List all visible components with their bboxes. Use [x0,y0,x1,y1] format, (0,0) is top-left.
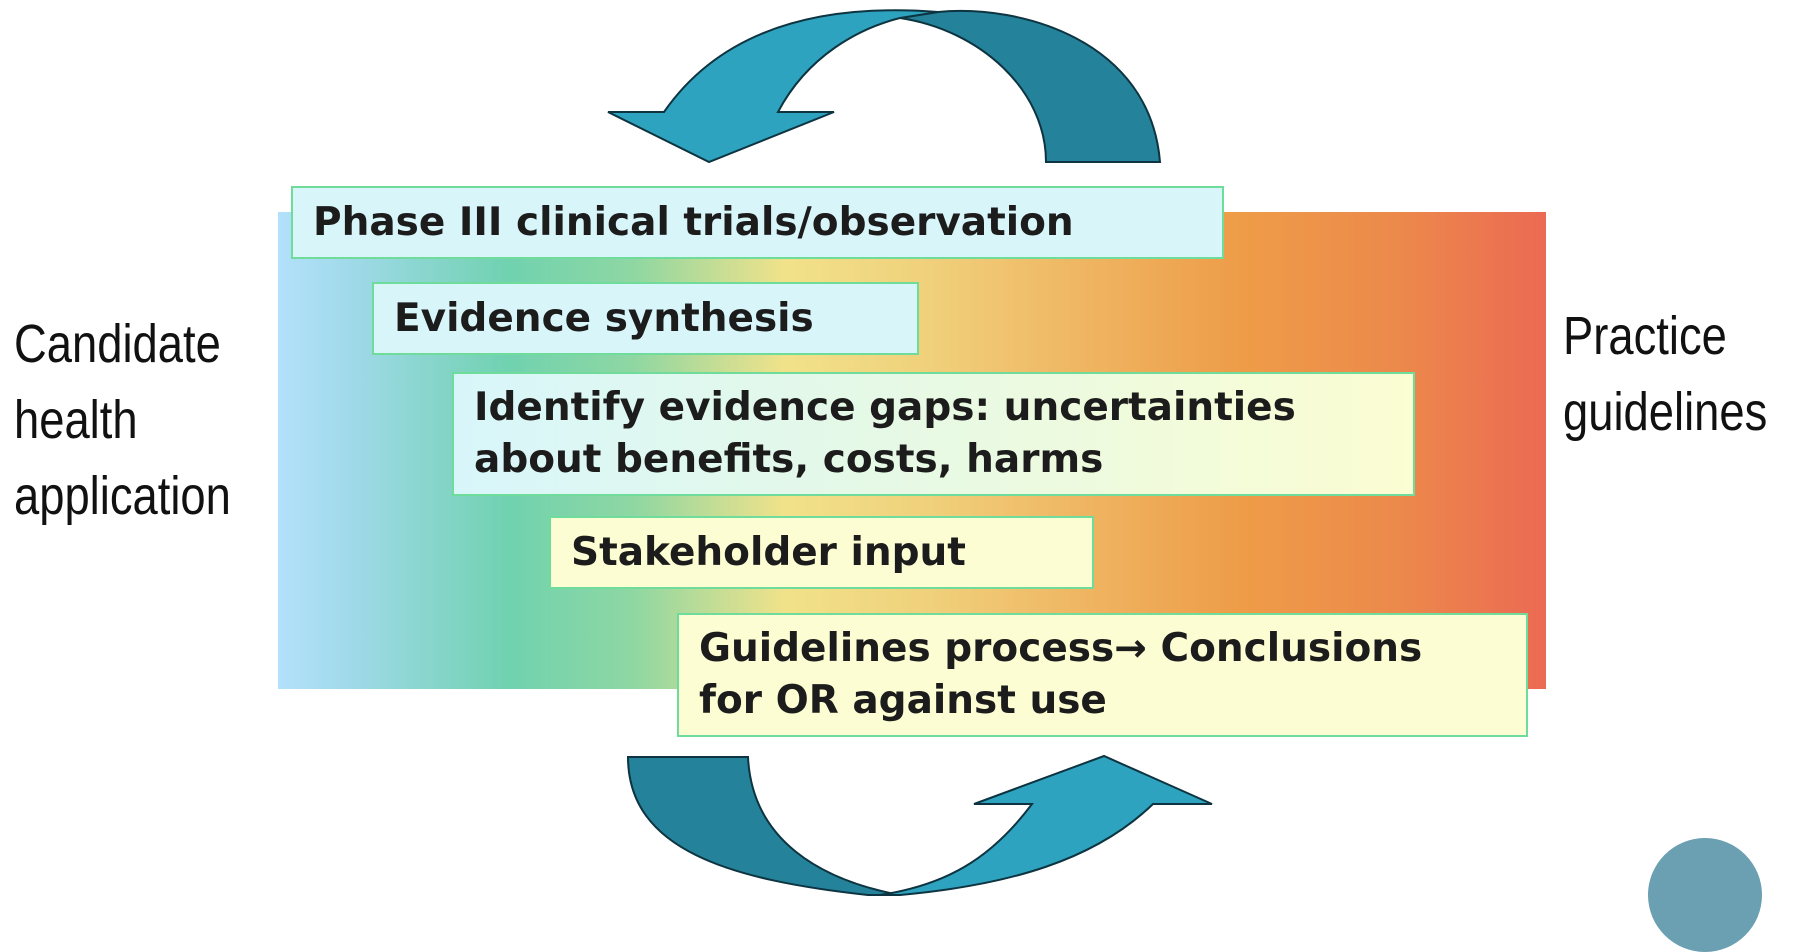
practice-guidelines-label: Practice guidelines [1563,306,1768,442]
top-arrow-dark-half-icon [899,9,1162,163]
step-identify-evidence-gaps: Identify evidence gaps: uncertainties ab… [452,372,1415,496]
bottom-arrow-light-half-icon [879,754,1213,896]
step-phase-iii-trials: Phase III clinical trials/observation [291,186,1224,259]
bottom-arrow-dark-half-icon [626,756,901,896]
candidate-health-application-label: Candidate health application [14,314,231,526]
cycle-arrows [607,9,1213,896]
top-arrow-light-half-icon [607,9,939,164]
step-evidence-synthesis: Evidence synthesis [372,282,919,355]
step-guidelines-process: Guidelines process→ Conclusions for OR a… [677,613,1528,737]
logo-circle-icon [1648,838,1762,952]
step-stakeholder-input: Stakeholder input [549,516,1094,589]
